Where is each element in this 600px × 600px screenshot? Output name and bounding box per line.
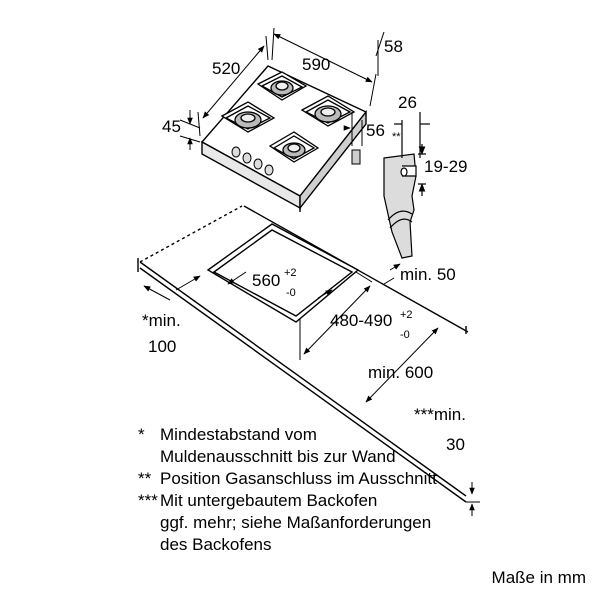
dim-cutout-width-tol-plus: +2	[284, 267, 297, 279]
legend: * Mindestabstand vom Muldenausschnitt bi…	[138, 424, 598, 556]
dim-side-clearance-label: *min.	[142, 311, 181, 330]
dim-cutout-width-label: 560	[252, 271, 280, 290]
dim-cutout-width-tol-minus: -0	[286, 287, 296, 299]
dim-gas-offset-label: 56	[366, 121, 385, 140]
dim-oven-clearance-value: 30	[446, 435, 465, 454]
dim-hob-height-label: 45	[162, 117, 181, 136]
legend-row: ggf. mehr; siehe Maßanforderungen	[138, 512, 598, 534]
gas-pipe-stub	[351, 149, 361, 165]
dim-cutout-depth-label: 480-490	[330, 311, 392, 330]
dim-cutout-depth-tol-minus: -0	[400, 329, 410, 341]
dim-hob-right-offset	[375, 31, 385, 76]
gas-connector-detail	[383, 112, 430, 259]
legend-text: Position Gasanschluss im Ausschnitt	[160, 469, 437, 488]
dim-worktop-depth	[365, 327, 439, 403]
dim-worktop-depth-label: min. 600	[368, 363, 433, 382]
legend-text: Muldenausschnitt bis zur Wand	[160, 447, 396, 466]
legend-mark	[138, 446, 160, 468]
legend-row: * Mindestabstand vom	[138, 424, 598, 446]
legend-text: des Backofens	[160, 535, 272, 554]
dim-hob-right-offset-label: 58	[384, 37, 403, 56]
dim-hob-width	[271, 27, 377, 107]
legend-text: ggf. mehr; siehe Maßanforderungen	[160, 513, 432, 532]
burner-back-right	[300, 95, 356, 127]
dim-cutout-depth-tol-plus: +2	[400, 309, 413, 321]
legend-row: ** Position Gasanschluss im Ausschnitt	[138, 468, 598, 490]
dim-hob-depth	[197, 35, 269, 137]
legend-mark: ***	[138, 491, 158, 510]
worktop	[137, 205, 469, 503]
legend-mark: *	[138, 425, 145, 444]
legend-mark: **	[138, 469, 152, 488]
dim-hob-height	[179, 110, 201, 150]
dim-hob-depth-label: 520	[212, 59, 240, 78]
dim-side-clearance	[143, 275, 201, 301]
dim-hob-width-label: 590	[302, 55, 330, 74]
dim-oven-clearance-label: ***min.	[414, 405, 466, 424]
dim-connector-width-label: 26	[398, 93, 417, 112]
legend-mark	[138, 512, 160, 534]
dim-connector-height-label: 19-29	[424, 157, 467, 176]
legend-row: des Backofens	[138, 534, 598, 556]
legend-mark	[138, 534, 160, 556]
dim-cutout-depth	[299, 271, 373, 360]
hob-side-edge	[299, 109, 367, 211]
control-knobs	[231, 146, 274, 176]
dim-oven-clearance	[466, 482, 480, 516]
dim-worktop-back	[383, 263, 401, 285]
legend-text: Mit untergebautem Backofen	[160, 491, 378, 510]
burner-front-right	[268, 131, 320, 163]
legend-text: Mindestabstand vom	[160, 425, 317, 444]
units-note: Maße in mm	[491, 568, 586, 587]
legend-row: Muldenausschnitt bis zur Wand	[138, 446, 598, 468]
dim-gas-offset	[343, 112, 363, 146]
connector-marker: **	[392, 131, 401, 143]
legend-row: *** Mit untergebautem Backofen	[138, 490, 598, 512]
cutout-opening	[206, 223, 360, 323]
dim-side-clearance-value: 100	[148, 337, 176, 356]
dim-worktop-back-label: min. 50	[400, 265, 456, 284]
